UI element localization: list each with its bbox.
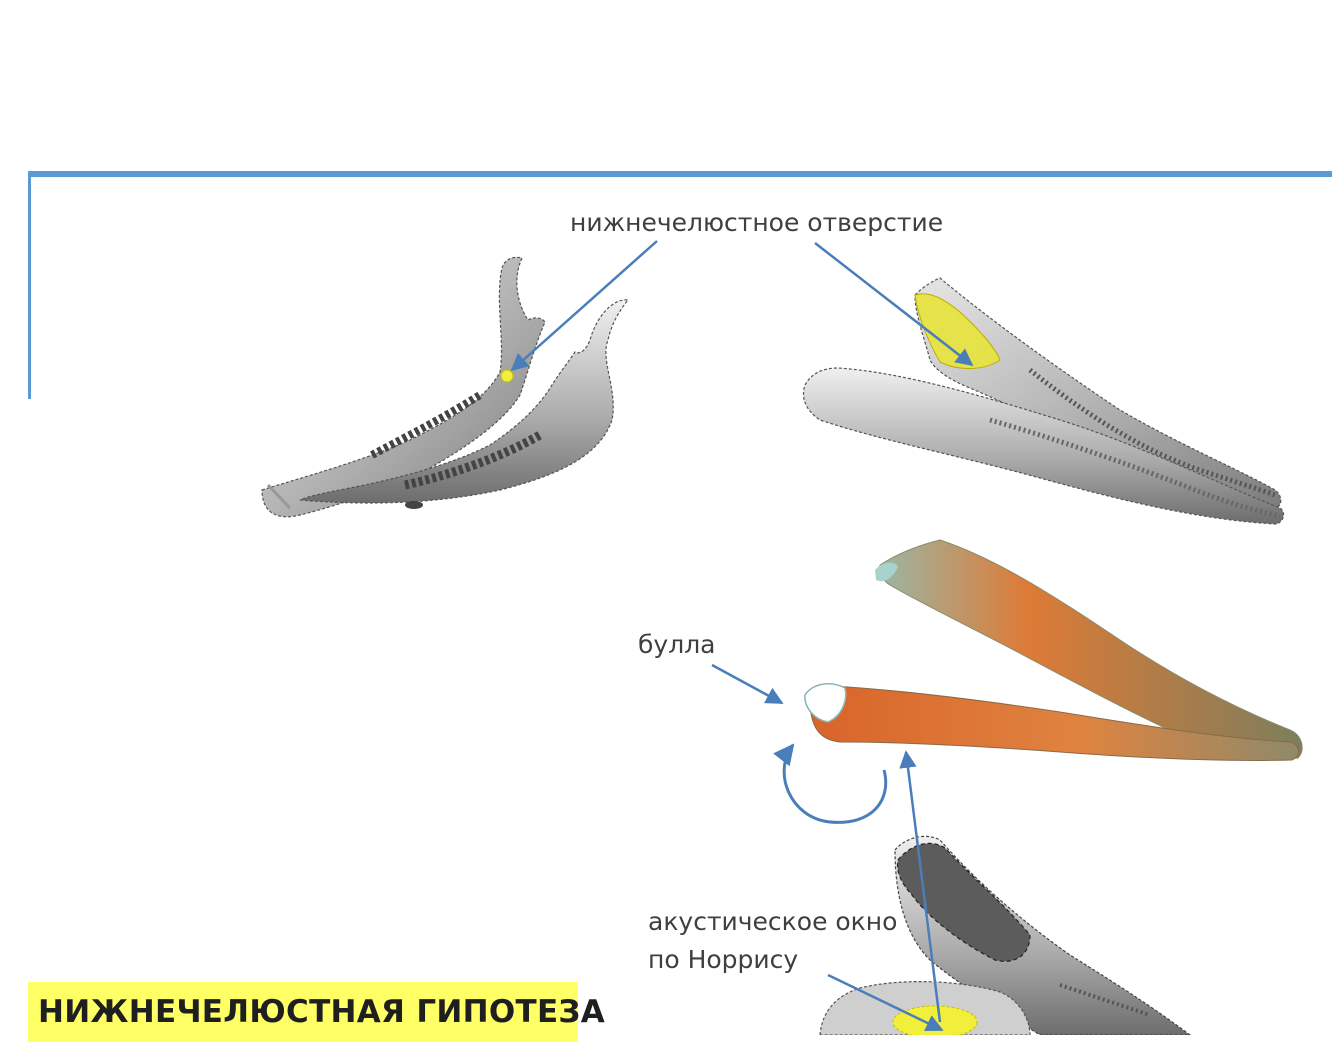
- label-acoustic-window-line2: по Норрису: [648, 945, 798, 974]
- rotation-arrow: [784, 745, 886, 822]
- whale-mandible-ct-figure: [805, 540, 1302, 761]
- land-mammal-mandible-figure: [262, 257, 628, 516]
- label-mandibular-foramen: нижнечелюстное отверстие: [570, 208, 943, 237]
- label-acoustic-window-line1: акустическое окно: [648, 907, 897, 936]
- whale-mandible-grey-figure: [803, 278, 1283, 524]
- header-rule: [28, 171, 1332, 399]
- slide-title: НИЖНЕЧЕЛЮСТНАЯ ГИПОТЕЗА: [38, 994, 605, 1030]
- label-bulla: булла: [638, 630, 716, 659]
- arrow-bulla: [712, 665, 782, 703]
